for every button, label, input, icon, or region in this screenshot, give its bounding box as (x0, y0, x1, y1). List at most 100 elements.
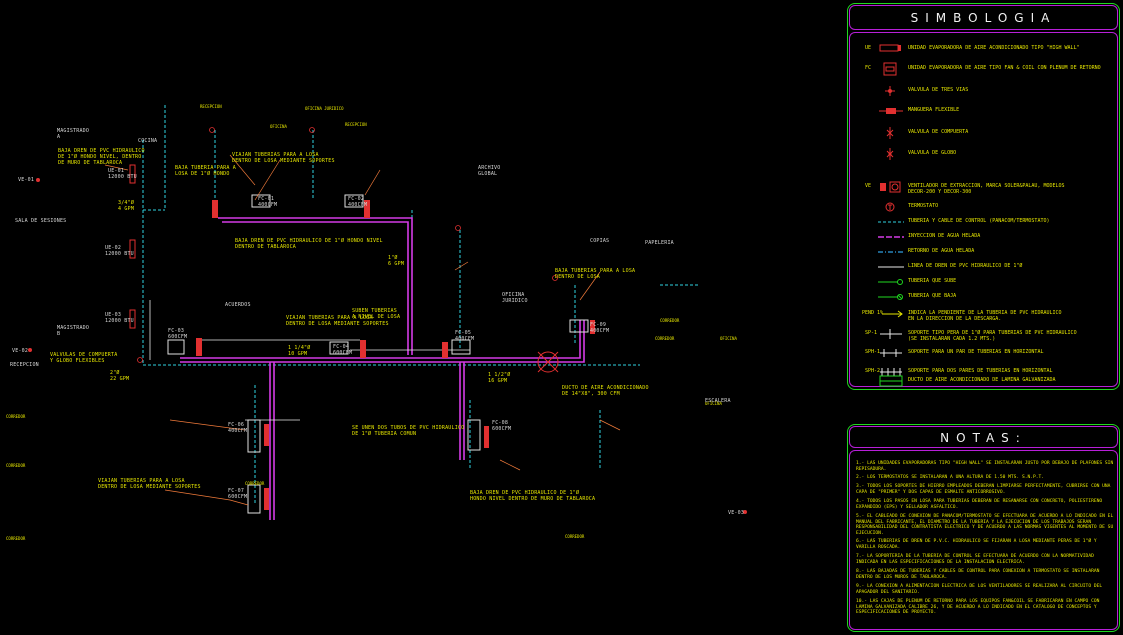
legend-item: MANGUERA FLEXIBLE (850, 103, 1117, 119)
unit-label: FC-08 600CFM (492, 420, 512, 432)
simbologia-title-box: SIMBOLOGIA (849, 5, 1118, 30)
legend-item: TUBERIA QUE BAJA (850, 289, 1117, 305)
nota-item: 9.- LA CONEXION A ALIMENTACION ELECTRICA… (856, 584, 1103, 595)
room-label: MAGISTRADO A (57, 128, 90, 140)
legend-code: SPH-1 (865, 349, 881, 355)
fan-coil-markers (196, 200, 595, 510)
three-way-valve-icon (885, 86, 895, 96)
legend-code: SP-1 (865, 330, 878, 336)
simbologia-list: UE UNIDAD EVAPORADORA DE AIRE ACONDICION… (849, 32, 1118, 387)
legend-item: INYECCION DE AGUA HELADA (850, 229, 1117, 245)
note-label: DUCTO DE AIRE ACONDICIONADO DE 14"X8", 3… (562, 385, 649, 397)
note-label: VALVULAS DE COMPUERTA Y GLOBO FLEXIBLES (50, 352, 118, 364)
legend-text: DUCTO DE AIRE ACONDICIONADO DE LAMINA GA… (908, 377, 1056, 383)
flow-label: 1"Ø 6 GPM (388, 255, 405, 267)
unit-label: FC-04 600CFM (333, 344, 353, 356)
nota-item: 7.- LA SOPORTERIA DE LA TUBERIA DE CONTR… (856, 554, 1094, 565)
svg-text:OFICINA: OFICINA (705, 401, 722, 406)
svg-text:CORREDOR: CORREDOR (565, 534, 585, 539)
legend-item: SPH-1 SOPORTE PARA UN PAR DE TUBERIAS EN… (850, 345, 1117, 361)
legend-text: VENTILADOR DE EXTRACCION, MARCA SOLER&PA… (908, 183, 1065, 195)
slope-icon (882, 310, 903, 318)
room-label: ESCALERA (705, 398, 731, 404)
room-label: PAPELERIA (645, 240, 674, 246)
fan-coil-unit-icon (883, 62, 897, 76)
unit-label: FC-07 600CFM (228, 488, 248, 500)
chilled-water-network (180, 217, 585, 520)
legend-text: TUBERIA QUE SUBE (908, 278, 957, 284)
extraction-fan-icon (880, 181, 901, 193)
support-pear-icon (880, 329, 902, 339)
drain-line-icon (878, 266, 904, 268)
room-label: MAGISTRADO B (57, 325, 90, 337)
legend-item: VALVULA DE GLOBO (850, 146, 1117, 162)
note-label: VIAJAN TUBERIAS PARA A LOSA DENTRO DE LO… (286, 315, 389, 327)
legend-item: VE VENTILADOR DE EXTRACCION, MARCA SOLER… (850, 179, 1117, 195)
gate-valve-icon (886, 127, 894, 139)
legend-text: VALVULA DE GLOBO (908, 150, 957, 156)
thermostats (137, 127, 558, 363)
svg-text:CORREDOR: CORREDOR (6, 463, 26, 468)
flexible-hose-icon (879, 108, 903, 114)
legend-text: MANGUERA FLEXIBLE (908, 107, 960, 113)
note-label: BAJA TUBERIAS PARA A LOSA DENTRO DE LOSA (555, 268, 636, 280)
legend-item: VALVULA DE COMPUERTA (850, 125, 1117, 141)
high-wall-unit-icon (879, 44, 901, 52)
legend-text: UNIDAD EVAPORADORA DE AIRE ACONDICIONADO… (908, 45, 1080, 51)
room-label: RECEPCION (10, 362, 39, 368)
legend-text: TUBERIA QUE BAJA (908, 293, 957, 299)
flow-label: 2"Ø 22 GPM (110, 370, 130, 382)
legend-text: RETORNO DE AGUA HELADA (908, 248, 975, 254)
legend-code: UE (865, 45, 872, 51)
notas-title: NOTAS: (940, 431, 1027, 445)
legend-item: TERMOSTATO (850, 199, 1117, 215)
svg-text:OFICINA: OFICINA (270, 124, 287, 129)
nota-item: 6.- LAS TUBERIAS DE DREN DE P.V.C. HIDRA… (856, 539, 1097, 550)
control-line-icon (878, 221, 904, 223)
legend-text: VALVULA DE COMPUERTA (908, 129, 969, 135)
legend-text: TERMOSTATO (908, 203, 939, 209)
unit-label: FC-05 400CFM (455, 330, 475, 342)
note-label: BAJA DREN DE PVC HIDRAULICO DE 1"Ø HONDO… (58, 148, 145, 166)
legend-item: TUBERIA QUE SUBE (850, 274, 1117, 290)
nota-item: 5.- EL CABLEADO DE CONEXION DE PANACOM/T… (856, 514, 1114, 536)
note-label: BAJA DREN DE PVC HIDRAULICO DE 1"Ø HONDO… (235, 238, 383, 250)
misc-labels: RECEPCION OFICINA RECEPCION OFICINA JURI… (6, 104, 737, 541)
unit-label: UE-02 12000 BTU (105, 245, 134, 257)
unit-label: FC-03 600CFM (168, 328, 188, 340)
room-label: ACUERDOS (225, 302, 251, 308)
room-label: COCINA (138, 138, 158, 144)
legend-item: TUBERIA Y CABLE DE CONTROL (PANACOM/TERM… (850, 214, 1117, 230)
legend-item: DUCTO DE AIRE ACONDICIONADO DE LAMINA GA… (850, 373, 1117, 389)
unit-label: FC-01 400CFM (258, 196, 278, 208)
nota-item: 2.- LOS TERMOSTATOS SE INSTALARAN A UNA … (856, 475, 1045, 480)
legend-code: VE (865, 183, 872, 189)
nota-item: 10.- LAS CAJAS DE PLENUM DE RETORNO PARA… (856, 599, 1100, 616)
room-label: ARCHIVO GLOBAL (478, 165, 501, 177)
legend-text: UNIDAD EVAPORADORA DE AIRE TIPO FAN & CO… (908, 65, 1101, 71)
legend-text: SOPORTE PARA UN PAR DE TUBERIAS EN HORIZ… (908, 349, 1044, 355)
unit-label: FC-06 400CFM (228, 422, 248, 434)
unit-label: VE-03 (728, 510, 745, 516)
svg-text:CORREDOR: CORREDOR (245, 481, 265, 486)
notas-title-box: NOTAS: (849, 426, 1118, 448)
room-label: SALA DE SESIONES (15, 218, 67, 224)
extraction-fans (28, 178, 747, 514)
legend-item: LINEA DE DREN DE PVC HIDRAULICO DE 1"Ø (850, 259, 1117, 275)
nota-item: 4.- TODOS LOS PASOS EN LOSA PARA TUBERIA… (856, 499, 1103, 510)
pipe-up-icon (878, 279, 903, 285)
legend-item: RETORNO DE AGUA HELADA (850, 244, 1117, 260)
legend-item: FC UNIDAD EVAPORADORA DE AIRE TIPO FAN &… (850, 61, 1117, 77)
legend-item: PEND 1% INDICA LA PENDIENTE DE LA TUBERI… (850, 306, 1117, 322)
flow-label: 3/4"Ø 4 GPM (118, 200, 135, 212)
legend-code: SPH-2 (865, 368, 881, 374)
duct-icon (879, 375, 903, 387)
legend-code: PEND 1% (862, 310, 884, 316)
svg-text:RECEPCION: RECEPCION (345, 122, 367, 127)
flow-label: 1 1/4"Ø 10 GPM (288, 345, 311, 357)
note-label: VIAJAN TUBERIAS PARA A LOSA DENTRO DE LO… (98, 478, 201, 490)
svg-text:CORREDOR: CORREDOR (655, 336, 675, 341)
nota-item: 1.- LAS UNIDADES EVAPORADORAS TIPO "HIGH… (856, 461, 1114, 472)
flow-label: 1 1/2"Ø 16 GPM (488, 372, 511, 384)
return-line-icon (878, 251, 904, 253)
